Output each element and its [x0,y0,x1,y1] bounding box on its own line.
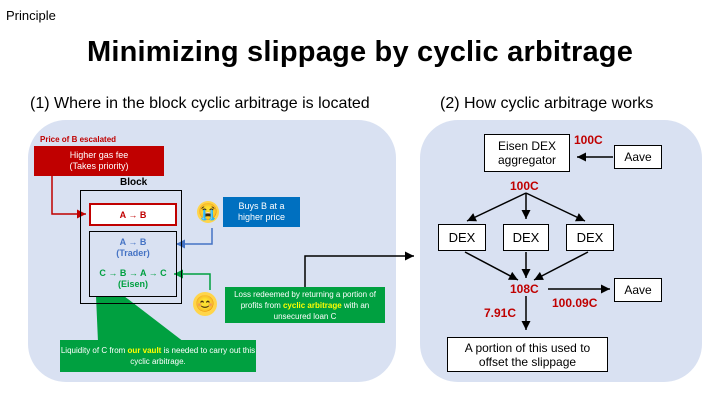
offset-line2: offset the slippage [478,354,577,369]
block-outer-box [80,190,182,304]
eisen-tx-path: C → B → A → C [99,268,167,278]
dex-box-1: DEX [438,224,486,251]
trader-tx: A → B (Trader) [89,237,177,259]
buys-line2: higher price [237,212,286,222]
offset-slippage-box: A portion of this used to offset the sli… [447,337,608,372]
loss-text-post: with an unsecured loan C [273,300,370,321]
gas-fee-arrow [51,176,86,219]
trader-arrow [176,228,213,249]
loss-text-pre: Loss redeemed by returning a portion of … [234,289,376,310]
aave-bottom-label: Aave [624,283,652,297]
liquidity-box: Liquidity of C from our vault is needed … [60,340,256,372]
panel-link-arrow [304,251,414,287]
smiling-face-icon: 😊 [193,292,217,316]
gas-fee-box: Higher gas fee (Takes priority) [34,146,164,176]
aave-top-box: Aave [614,145,662,169]
buys-b-box: Buys B at a higher price [223,197,300,227]
dex-box-3: DEX [566,224,614,251]
liq-text-highlight: our vault [127,346,162,355]
aggregator-box: Eisen DEX aggregator [484,134,570,172]
inner-tx-box [89,231,177,297]
aave-top-label: Aave [624,150,652,164]
trader-tx-label: (Trader) [116,248,150,258]
eisen-tx: C → B → A → C (Eisen) [89,268,177,290]
dex-box-2: DEX [503,224,549,251]
buys-line1: Buys B at a [238,201,285,211]
right-subtitle: (2) How cyclic arbitrage works [440,95,654,112]
slide-title: Minimizing slippage by cyclic arbitrage [86,36,634,68]
block-label: Block [120,177,148,188]
price-escalated-label: Price of B escalated [40,135,117,144]
aggregator-line1: Eisen DEX [497,139,556,153]
liquidity-callout-pointer [96,296,184,342]
loan-in-label: 100C [574,133,603,147]
trader-tx-path: A → B [119,237,147,247]
gas-fee-line1: Higher gas fee [69,150,129,160]
aave-bottom-box: Aave [614,278,662,302]
aggregator-line2: aggregator [497,153,557,167]
eisen-tx-label: (Eisen) [117,279,148,289]
offset-line1: A portion of this used to [464,340,591,355]
eisen-arrow [174,269,211,290]
repay-label: 100.09C [552,296,598,310]
gas-fee-line2: (Takes priority) [69,161,129,171]
loss-text-highlight: cyclic arbitrage [282,300,342,310]
dex-label-2: DEX [512,230,540,245]
crying-face-icon: 😭 [197,201,219,223]
dex-label-3: DEX [576,230,604,245]
section-label: Principle [6,8,56,23]
priority-tx-label: A → B [119,209,147,220]
liq-text-pre: Liquidity of C from [60,346,128,355]
result-label: 108C [510,282,539,296]
priority-tx-box: A → B [89,203,177,226]
loan-out-label: 100C [510,179,539,193]
left-subtitle: (1) Where in the block cyclic arbitrage … [30,95,370,112]
dex-label-1: DEX [448,230,476,245]
profit-label: 7.91C [484,306,517,320]
loss-redeemed-box: Loss redeemed by returning a portion of … [225,287,385,323]
liq-text-post: is needed to carry out this cyclic arbit… [130,346,256,366]
